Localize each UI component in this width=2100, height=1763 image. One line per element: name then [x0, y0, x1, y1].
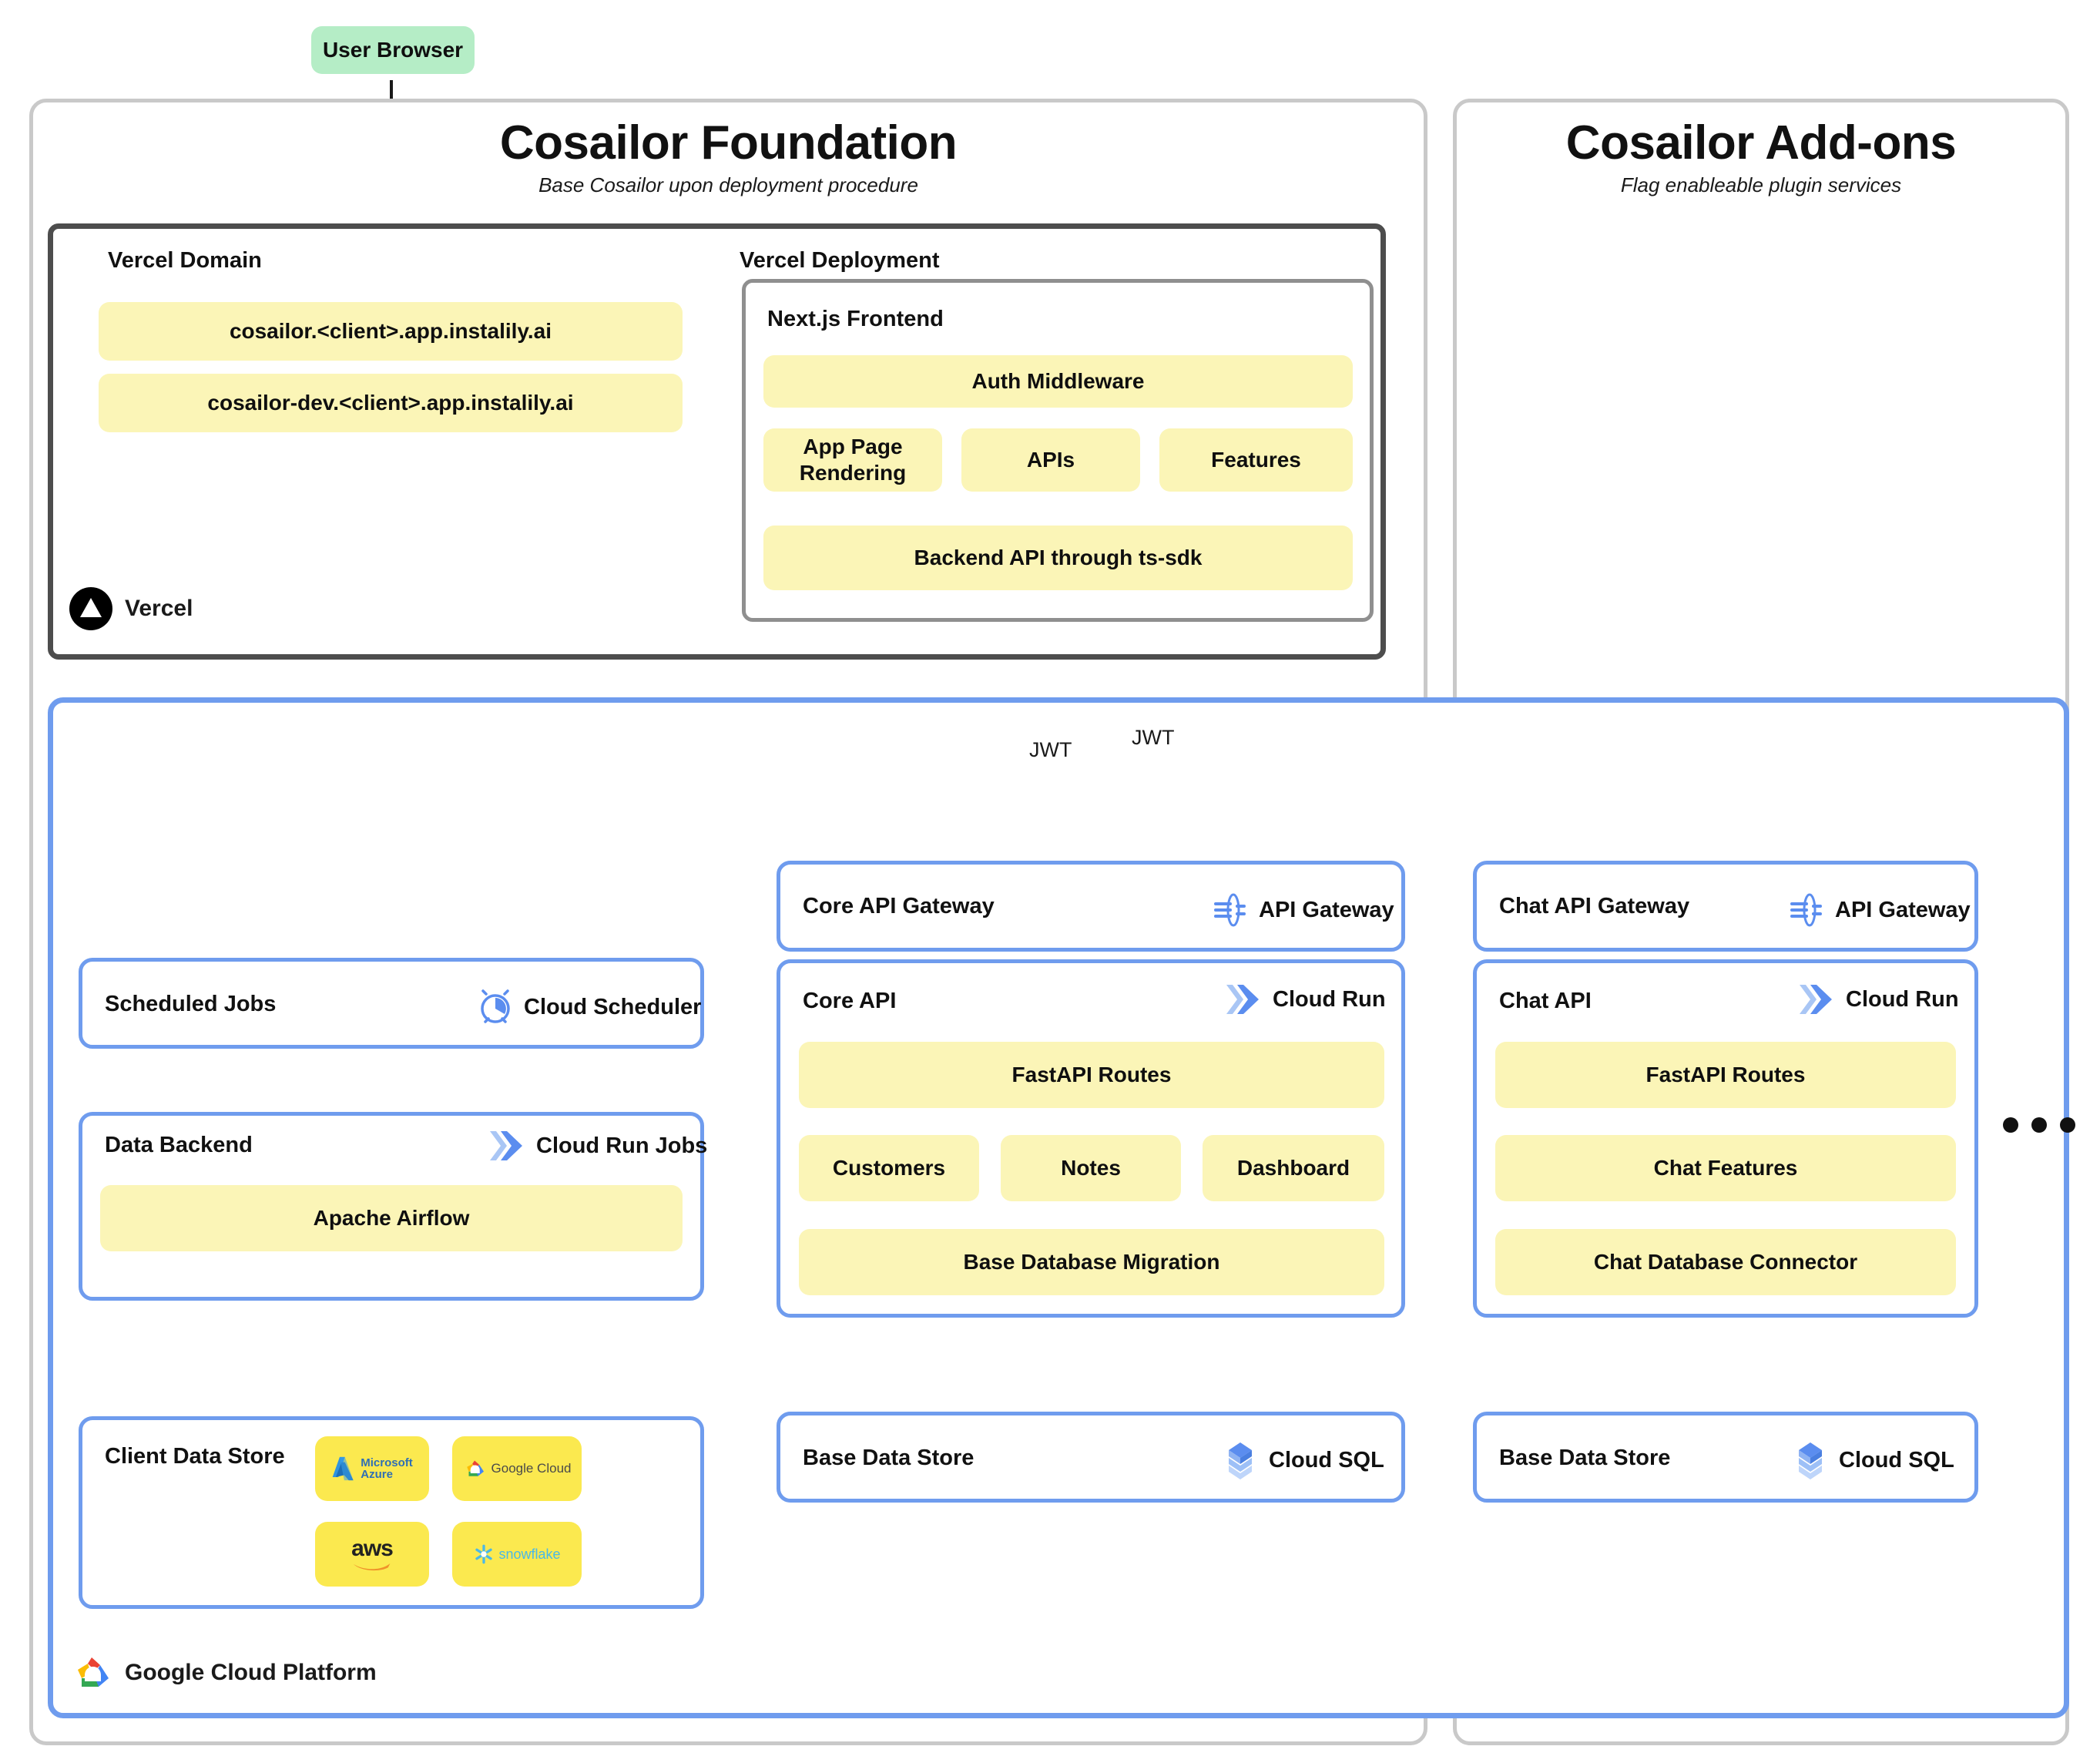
chat-base-data-store-service: Cloud SQL	[1791, 1439, 1954, 1481]
vercel-footer-label: Vercel	[125, 596, 193, 621]
client-data-store-label: Client Data Store	[105, 1444, 285, 1469]
core-api-service-label: Cloud Run	[1273, 986, 1386, 1012]
core-api-service: Cloud Run	[1222, 980, 1386, 1019]
addons-subtitle: Flag enableable plugin services	[1620, 173, 1902, 196]
vercel-domain-node-dev[interactable]: cosailor-dev.<client>.app.instalily.ai	[99, 374, 683, 432]
core-dashboard-node[interactable]: Dashboard	[1203, 1135, 1384, 1201]
chat-api-label: Chat API	[1499, 989, 1592, 1013]
jwt-label-chat: JWT	[1127, 726, 1179, 750]
google-cloud-logo: Google Cloud	[463, 1459, 571, 1479]
chat-base-data-store-label: Base Data Store	[1499, 1446, 1671, 1470]
vercel-triangle-icon	[69, 587, 112, 630]
chat-api-gateway-card	[1473, 861, 1978, 952]
chat-fastapi-routes-node[interactable]: FastAPI Routes	[1495, 1042, 1956, 1108]
core-api-gateway-service: API Gateway	[1209, 890, 1394, 930]
scheduled-jobs-card	[79, 958, 704, 1049]
cloud-run-icon	[1795, 980, 1837, 1019]
features-node[interactable]: Features	[1159, 428, 1353, 492]
chat-features-node[interactable]: Chat Features	[1495, 1135, 1956, 1201]
core-base-data-store-service: Cloud SQL	[1221, 1439, 1384, 1481]
chat-api-gateway-service: API Gateway	[1786, 890, 1971, 930]
core-base-data-store-label: Base Data Store	[803, 1446, 975, 1470]
user-browser-node[interactable]: User Browser	[311, 26, 475, 74]
addons-title: Cosailor Add-ons	[1565, 116, 1957, 170]
aws-logo: aws	[351, 1537, 394, 1571]
core-base-database-migration-node[interactable]: Base Database Migration	[799, 1229, 1384, 1295]
vercel-domain-label: Vercel Domain	[108, 248, 262, 273]
core-api-label: Core API	[803, 989, 897, 1013]
backend-api-ts-sdk-node[interactable]: Backend API through ts-sdk	[763, 526, 1353, 590]
core-customers-node[interactable]: Customers	[799, 1135, 979, 1201]
logo-tile-snowflake[interactable]: snowflake	[452, 1522, 582, 1587]
apis-node[interactable]: APIs	[961, 428, 1140, 492]
scheduled-jobs-label: Scheduled Jobs	[105, 992, 277, 1016]
data-backend-service: Cloud Run Jobs	[485, 1127, 707, 1165]
api-gateway-icon	[1209, 890, 1250, 930]
core-fastapi-routes-node[interactable]: FastAPI Routes	[799, 1042, 1384, 1108]
chat-base-data-store-card	[1473, 1412, 1978, 1503]
logo-tile-aws[interactable]: aws	[315, 1522, 429, 1587]
vercel-deployment-label: Vercel Deployment	[740, 248, 940, 273]
core-api-gateway-card	[777, 861, 1405, 952]
cloud-sql-icon	[1221, 1439, 1260, 1481]
nextjs-frontend-label: Next.js Frontend	[767, 307, 944, 331]
core-base-data-store-card	[777, 1412, 1405, 1503]
ellipsis-dot-2	[2031, 1117, 2047, 1133]
ellipsis-dot-3	[2060, 1117, 2075, 1133]
vercel-domain-node-prod[interactable]: cosailor.<client>.app.instalily.ai	[99, 302, 683, 361]
gcp-footer-label: Google Cloud Platform	[125, 1660, 377, 1685]
core-api-gateway-service-label: API Gateway	[1259, 897, 1394, 922]
chat-api-gateway-service-label: API Gateway	[1835, 897, 1971, 922]
logo-tile-google-cloud[interactable]: Google Cloud	[452, 1436, 582, 1501]
apache-airflow-node[interactable]: Apache Airflow	[100, 1185, 683, 1251]
data-backend-label: Data Backend	[105, 1133, 253, 1157]
core-api-gateway-label: Core API Gateway	[803, 894, 995, 918]
ellipsis-dot-1	[2003, 1117, 2018, 1133]
foundation-subtitle: Base Cosailor upon deployment procedure	[538, 173, 918, 196]
chat-database-connector-node[interactable]: Chat Database Connector	[1495, 1229, 1956, 1295]
data-backend-service-label: Cloud Run Jobs	[536, 1133, 708, 1158]
vercel-footer-badge: Vercel	[69, 587, 193, 630]
foundation-title: Cosailor Foundation	[499, 116, 958, 170]
app-page-rendering-node[interactable]: App Page Rendering	[763, 428, 942, 492]
chat-api-service: Cloud Run	[1795, 980, 1959, 1019]
chat-api-service-label: Cloud Run	[1846, 986, 1959, 1012]
core-base-data-store-service-label: Cloud SQL	[1269, 1447, 1384, 1473]
more-addons-indicator	[2003, 1117, 2075, 1133]
cloud-run-icon	[485, 1127, 527, 1165]
gcp-footer-badge: Google Cloud Platform	[71, 1655, 377, 1691]
cloud-run-icon	[1222, 980, 1263, 1019]
scheduled-jobs-service: Cloud Scheduler	[476, 988, 701, 1026]
scheduled-jobs-service-label: Cloud Scheduler	[524, 994, 702, 1019]
auth-middleware-node[interactable]: Auth Middleware	[763, 355, 1353, 408]
snowflake-logo: snowflake	[473, 1543, 561, 1565]
jwt-label-core: JWT	[1025, 738, 1077, 762]
chat-base-data-store-service-label: Cloud SQL	[1839, 1447, 1954, 1473]
cloud-sql-icon	[1791, 1439, 1830, 1481]
core-notes-node[interactable]: Notes	[1001, 1135, 1181, 1201]
user-browser-label: User Browser	[322, 38, 464, 62]
api-gateway-icon	[1786, 890, 1826, 930]
chat-api-gateway-label: Chat API Gateway	[1499, 894, 1690, 918]
google-cloud-icon	[71, 1655, 112, 1691]
cloud-scheduler-icon	[476, 988, 515, 1026]
